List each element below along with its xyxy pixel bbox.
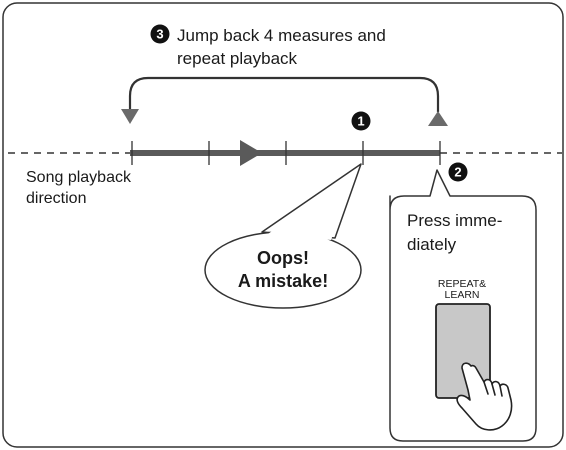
step2-marker: 2 — [448, 162, 468, 182]
step3-marker-number: 3 — [156, 27, 163, 42]
playback-direction-arrow-icon — [240, 140, 262, 166]
measure-ticks — [131, 141, 441, 165]
pointing-hand-icon — [456, 362, 513, 431]
repeat-learn-label-line2: LEARN — [444, 289, 479, 301]
jump-target-arrow-icon — [121, 109, 139, 124]
step1-marker-number: 1 — [357, 114, 364, 129]
direction-label-line2: direction — [26, 190, 86, 207]
direction-label-line1: Song playback — [26, 169, 132, 186]
mistake-speech-bubble: Oops! A mistake! — [204, 163, 362, 309]
step2-marker-number: 2 — [454, 165, 461, 180]
instruction-line2: diately — [407, 235, 457, 254]
step3-marker: 3 — [150, 24, 170, 44]
instruction-callout: Press imme- diately REPEAT& LEARN — [389, 169, 537, 442]
repeat-learn-label-line1: REPEAT& — [438, 278, 486, 290]
mistake-bubble-line2: A mistake! — [238, 271, 328, 291]
mistake-bubble-line1: Oops! — [257, 248, 309, 268]
step3-text-line1: Jump back 4 measures and — [177, 26, 386, 45]
step3-text-line2: repeat playback — [177, 49, 298, 68]
jump-origin-arrow-icon — [428, 111, 448, 126]
step1-marker: 1 — [351, 111, 371, 131]
playback-track — [130, 150, 440, 156]
instruction-line1: Press imme- — [407, 211, 502, 230]
jump-back-bracket — [128, 76, 440, 120]
